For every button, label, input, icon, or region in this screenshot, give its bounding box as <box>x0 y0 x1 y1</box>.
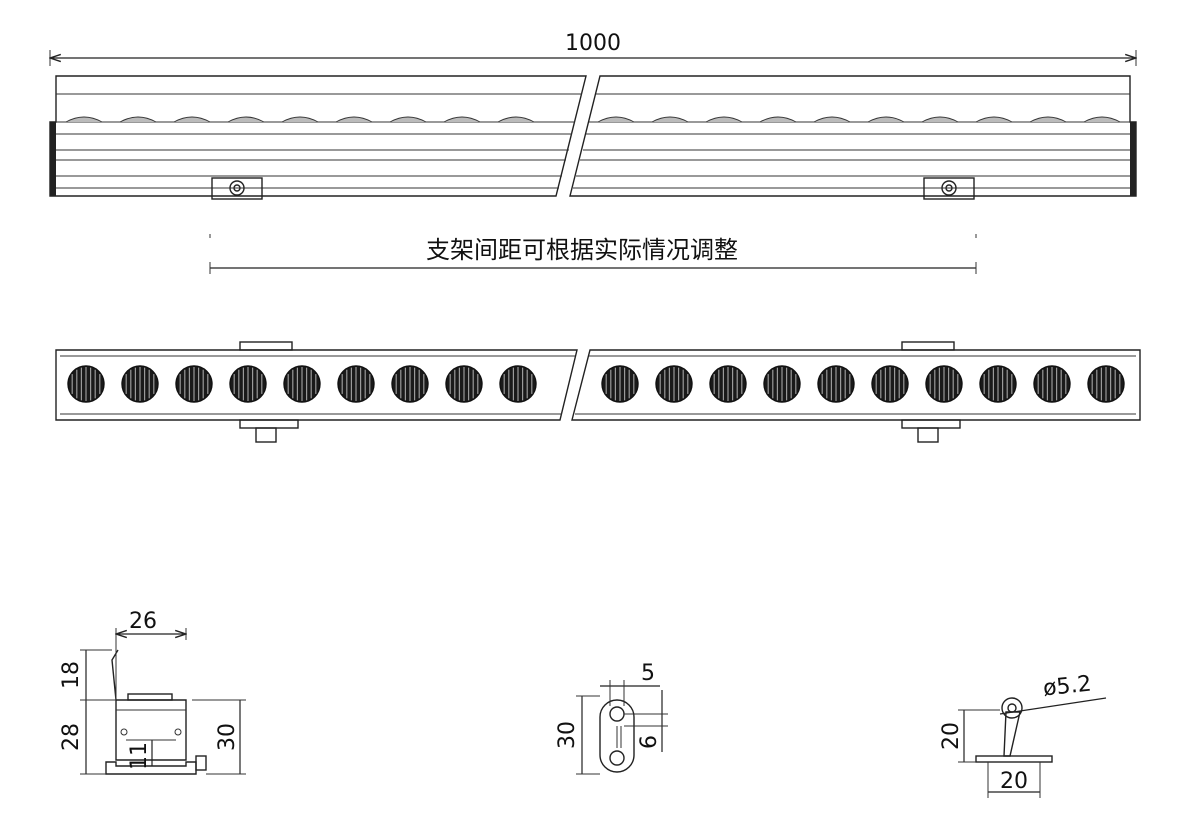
lens-bump <box>335 116 373 123</box>
bracket-spacing-note: 支架间距可根据实际情况调整 <box>426 236 738 264</box>
lens-bump <box>173 116 211 123</box>
bracket-spacing-dimension: 支架间距可根据实际情况调整 <box>209 234 977 274</box>
lens <box>709 365 747 403</box>
lens <box>925 365 963 403</box>
top-view-housing <box>49 75 1137 197</box>
lens-bump <box>281 116 319 123</box>
bracket-height-label: 20 <box>939 722 964 750</box>
lens <box>283 365 321 403</box>
lens-bump <box>443 116 481 123</box>
bracket-width-label: 20 <box>1000 769 1028 794</box>
top-bracket-right <box>923 177 975 200</box>
lens-bump <box>119 116 157 123</box>
bracket-dia-label: ø5.2 <box>1042 672 1093 702</box>
lens <box>601 365 639 403</box>
front-view-lenses <box>67 365 1125 403</box>
lens-bump <box>1029 116 1067 123</box>
lens-bump <box>921 116 959 123</box>
lens <box>337 365 375 403</box>
lens-bump <box>651 116 689 123</box>
lens-bump <box>65 116 103 123</box>
side-view: 11 26 18 28 30 <box>59 609 246 775</box>
plate-height-label: 30 <box>555 721 580 749</box>
lens <box>499 365 537 403</box>
lens <box>121 365 159 403</box>
plate-slot-label: 6 <box>637 735 662 749</box>
mounting-plate-view: 30 5 6 <box>555 661 668 775</box>
lens-bump <box>705 116 743 123</box>
front-view-housing <box>55 341 1141 443</box>
length-label: 1000 <box>565 31 621 56</box>
lens-bump <box>867 116 905 123</box>
lens <box>391 365 429 403</box>
lens <box>1033 365 1071 403</box>
side-height-label: 30 <box>215 723 240 751</box>
lens <box>229 365 267 403</box>
lens-bump <box>759 116 797 123</box>
length-dimension: 1000 <box>50 31 1136 66</box>
lens-bump <box>389 116 427 123</box>
side-inner-label: 11 <box>127 742 152 770</box>
lens-bump <box>1083 116 1121 123</box>
lens-bump <box>597 116 635 123</box>
lens <box>979 365 1017 403</box>
lens <box>1087 365 1125 403</box>
lens <box>871 365 909 403</box>
lens <box>655 365 693 403</box>
side-top-label: 18 <box>59 661 84 689</box>
lens-bump <box>227 116 265 123</box>
lens <box>763 365 801 403</box>
side-body-label: 28 <box>59 723 84 751</box>
lens-bump <box>975 116 1013 123</box>
bracket-side-view: ø5.2 20 20 <box>939 672 1107 798</box>
lens <box>817 365 855 403</box>
lens <box>445 365 483 403</box>
top-bracket-left <box>211 177 263 200</box>
lens <box>175 365 213 403</box>
lens <box>67 365 105 403</box>
lens-bump <box>813 116 851 123</box>
side-width-label: 26 <box>129 609 157 634</box>
lens-bump <box>497 116 535 123</box>
plate-hole-label: 5 <box>641 661 655 686</box>
